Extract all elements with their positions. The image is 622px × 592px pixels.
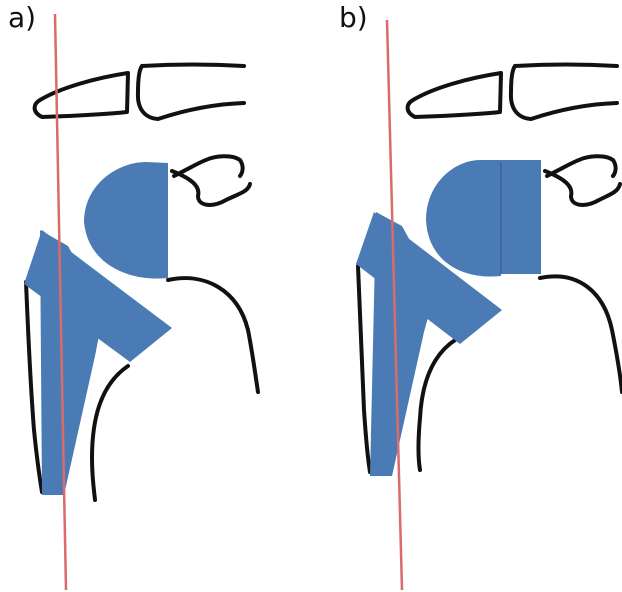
panel-a-humerus-inner-outline [92, 366, 128, 500]
panel-b [356, 20, 622, 590]
panel-b-humerus-outline [540, 276, 622, 392]
panel-b-shaft-outline [358, 266, 370, 472]
panel-b-humerus-inner-outline [419, 336, 463, 470]
panel-b-coracoid-outline [545, 156, 620, 205]
panel-a-glenosphere [84, 162, 168, 279]
panel-a [24, 14, 258, 590]
panel-b-clavicle-outline [511, 65, 617, 120]
panel-b-baseplate-block [499, 160, 541, 274]
panel-a-shaft-outline [26, 282, 42, 492]
panel-a-humerus-outline [168, 278, 258, 392]
panel-a-coracoid-outline [172, 156, 250, 205]
panel-b-acromion-outline [408, 73, 501, 117]
panel-a-clavicle-outline [138, 65, 244, 120]
panel-a-acromion-outline [35, 73, 128, 117]
panel-b-glenosphere [426, 160, 501, 277]
